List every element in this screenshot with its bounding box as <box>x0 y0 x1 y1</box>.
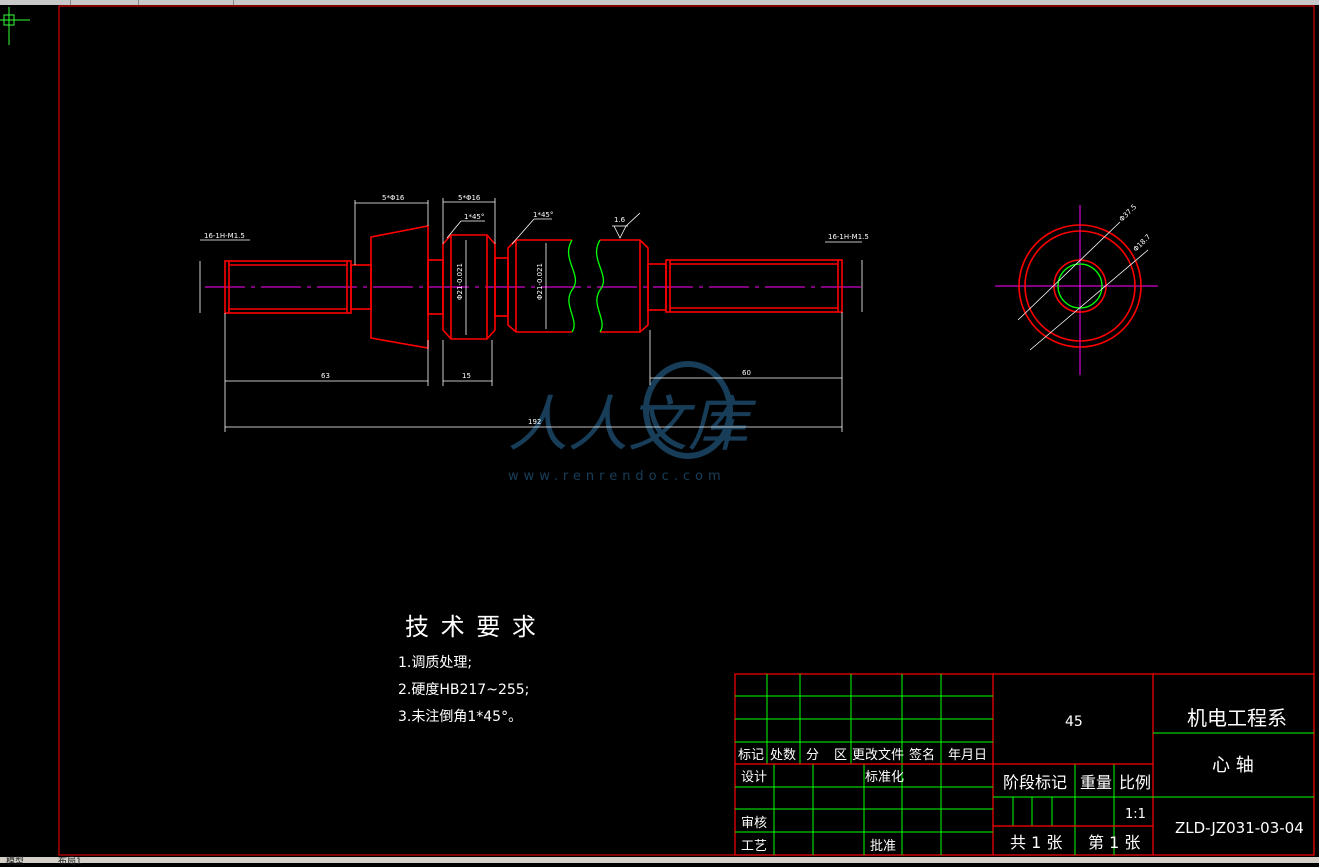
dim-end-inner: Φ18.7 <box>1132 233 1153 254</box>
drawing-border <box>58 5 1315 856</box>
dim-dia2: Φ21-0.021 <box>536 263 544 300</box>
tb-approve: 批准 <box>870 839 896 854</box>
dim-right-thread: 16-1H-M1.5 <box>828 233 869 241</box>
tb-standard: 标准化 <box>865 770 904 785</box>
dim-left-thread: 16-1H-M1.5 <box>204 232 245 240</box>
dimension-lines <box>199 198 863 432</box>
dim-shoulder2: 5*Φ16 <box>458 194 481 202</box>
tb-part-name: 心 轴 <box>1212 755 1254 776</box>
tb-total-sheets: 共 1 张 <box>1010 833 1062 852</box>
tab-layout1[interactable]: 布局1 <box>58 857 82 867</box>
tb-header: 分 <box>806 748 819 763</box>
tech-req-item: 1.调质处理; <box>398 655 472 671</box>
dim-end-outer: Φ37.5 <box>1118 203 1139 224</box>
tech-req-title: 技 术 要 求 <box>405 613 538 641</box>
tb-weight: 重量 <box>1080 773 1112 792</box>
end-view: Φ37.5 Φ18.7 <box>995 203 1158 375</box>
dim-len-left: 63 <box>321 372 330 380</box>
shaft-outline <box>224 225 843 349</box>
tb-header: 处数 <box>770 748 796 763</box>
tb-header: 更改文件 <box>852 748 904 763</box>
dim-chamfer2: 1*45° <box>533 211 553 219</box>
toolbar-segment <box>70 0 139 5</box>
dim-chamfer1: 1*45° <box>464 213 484 221</box>
tb-org: 机电工程系 <box>1187 706 1287 730</box>
roughness-symbol: 1.6 <box>614 216 626 224</box>
dim-shoulder1: 5*Φ16 <box>382 194 405 202</box>
dim-len-right: 60 <box>742 369 751 377</box>
toolbar-segment <box>138 0 234 5</box>
tb-material: 45 <box>1065 714 1083 730</box>
tb-process: 工艺 <box>741 839 767 854</box>
tb-header: 签名 <box>909 747 935 763</box>
ucs-crosshair-icon <box>0 7 30 45</box>
tb-scale: 1:1 <box>1125 807 1146 822</box>
title-block: 标记 处数 分 区 更改文件 签名 年月日 设计 标准化 审核 工艺 批准 45… <box>734 673 1315 856</box>
tb-stage: 阶段标记 <box>1003 773 1067 792</box>
watermark-text: 人人文库 <box>508 390 757 460</box>
tech-req-item: 2.硬度HB217~255; <box>398 682 529 698</box>
toolbar-segment <box>0 0 71 5</box>
tb-header: 年月日 <box>948 748 987 763</box>
tb-review: 审核 <box>741 816 767 831</box>
dim-len-total: 192 <box>528 418 541 426</box>
tb-sheet-no: 第 1 张 <box>1088 833 1140 852</box>
dim-dia1: Φ21-0.021 <box>456 263 464 300</box>
tb-header: 标记 <box>738 748 764 763</box>
dim-len-mid: 15 <box>462 372 471 380</box>
watermark: 人人文库 www.renrendoc.com <box>508 361 757 484</box>
break-lines <box>567 239 605 333</box>
tb-header: 区 <box>834 748 847 763</box>
tb-scale-label: 比例 <box>1119 773 1151 792</box>
watermark-url: www.renrendoc.com <box>508 469 726 484</box>
tb-design: 设计 <box>741 770 767 785</box>
tech-requirements: 技 术 要 求 1.调质处理; 2.硬度HB217~255; 3.未注倒角1*4… <box>398 613 538 725</box>
dimension-labels: 16-1H-M1.5 16-1H-M1.5 5*Φ16 5*Φ16 1*45° … <box>204 194 869 426</box>
layout-tab-bar: 模型 布局1 <box>0 857 1319 867</box>
tb-drawing-no: ZLD-JZ031-03-04 <box>1175 819 1304 837</box>
tech-req-item: 3.未注倒角1*45°。 <box>398 709 522 725</box>
tab-model[interactable]: 模型 <box>6 857 25 867</box>
top-toolbar-strip <box>0 0 1319 5</box>
